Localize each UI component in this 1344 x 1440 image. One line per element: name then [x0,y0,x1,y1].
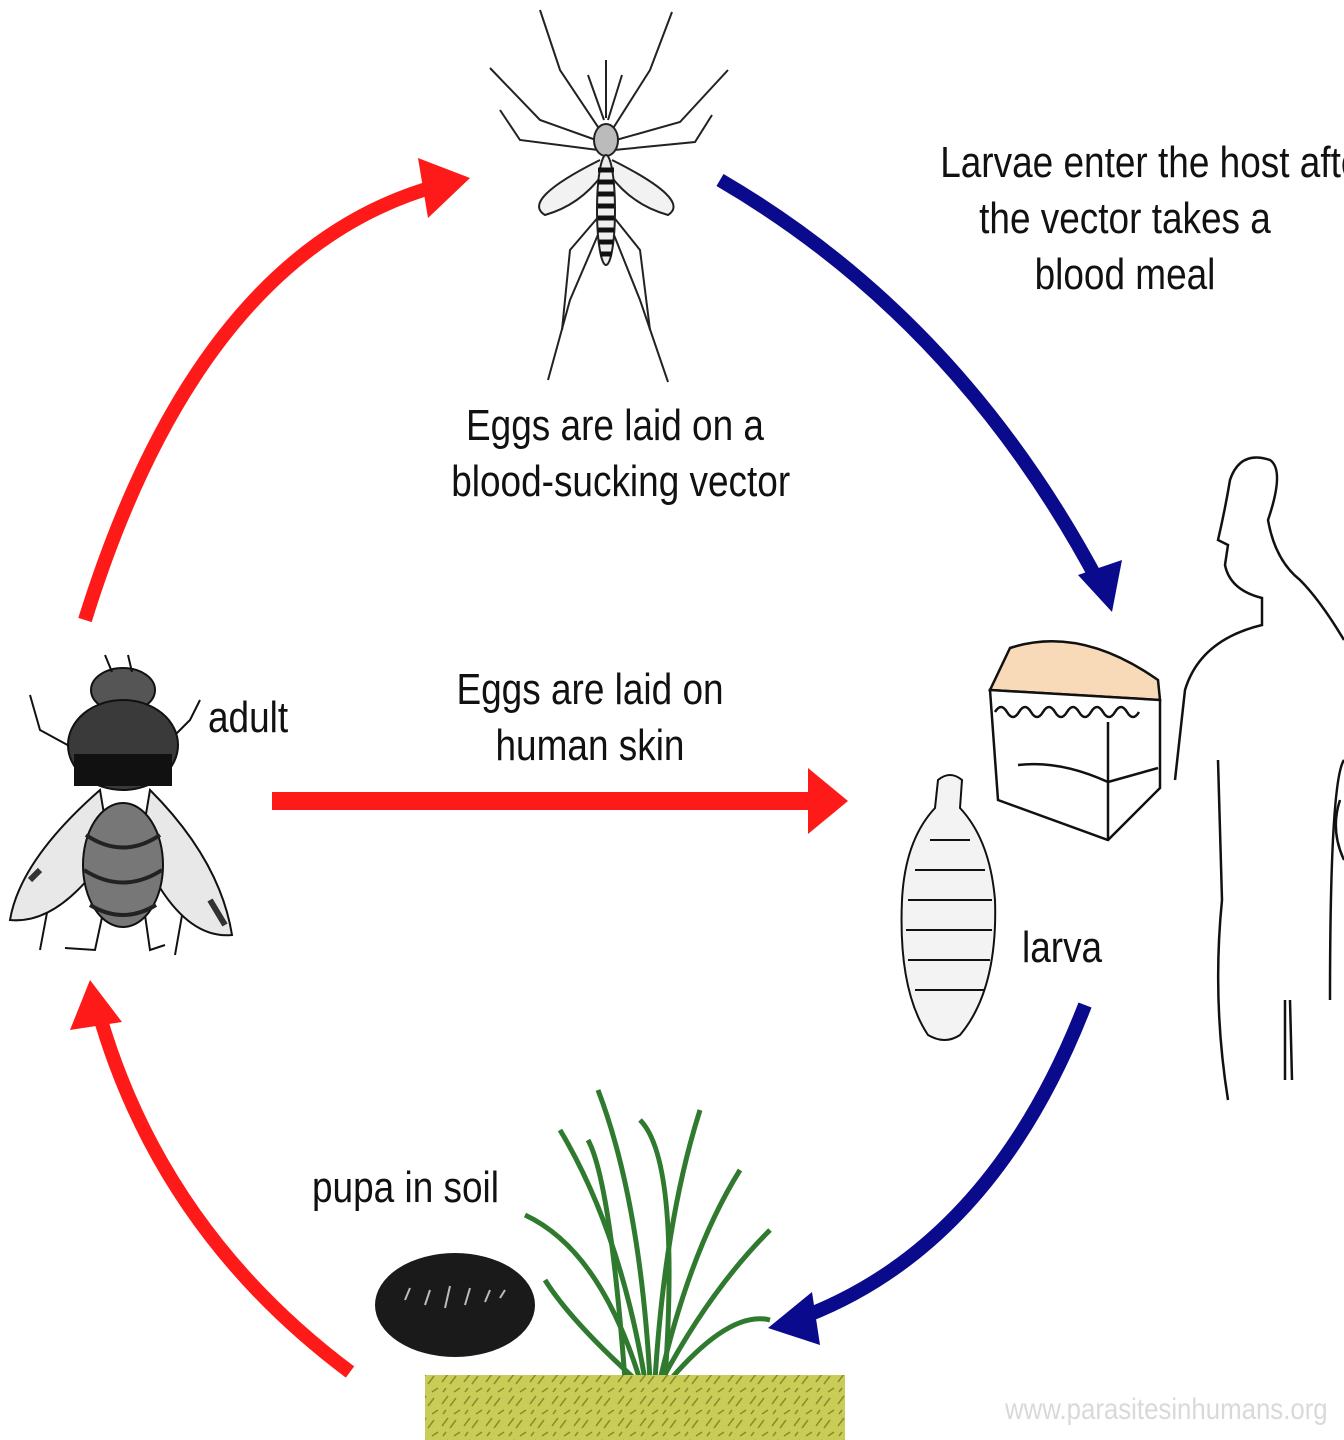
larva-icon [902,775,996,1040]
label-eggs-on-skin-line-1: Eggs are laid on [447,662,733,718]
mosquito-icon [490,10,728,382]
label-eggs-on-vector: Eggs are laid on a blood-sucking vector [451,398,779,510]
soil-icon [425,1375,845,1440]
label-eggs-on-vector-line-1: Eggs are laid on a [451,398,779,454]
label-vector-transfer-line-1: Larvae enter the host after [940,135,1310,191]
label-vector-transfer: Larvae enter the host after the vector t… [940,135,1310,303]
label-eggs-on-skin-line-2: human skin [447,718,733,774]
label-vector-transfer-line-2: the vector takes a [940,191,1310,247]
botfly-icon [10,655,232,955]
pupa-icon [375,1253,535,1357]
arrow-larva-to-soil [768,1005,1085,1345]
human-outline-icon [1175,458,1344,1101]
label-eggs-on-vector-line-2: blood-sucking vector [451,454,779,510]
grass-icon [525,1090,770,1380]
arrow-adult-to-skin [272,768,848,834]
label-eggs-on-skin: Eggs are laid on human skin [447,662,733,774]
skin-section-icon [990,641,1160,840]
label-larva: larva [1022,920,1102,976]
label-pupa: pupa in soil [312,1160,499,1216]
label-adult: adult [208,690,288,746]
arrow-adult-to-vector [85,158,470,620]
arrow-pupa-to-adult [70,980,350,1372]
watermark: www.parasitesinhumans.org [1005,1393,1328,1427]
label-vector-transfer-line-3: blood meal [940,247,1310,303]
